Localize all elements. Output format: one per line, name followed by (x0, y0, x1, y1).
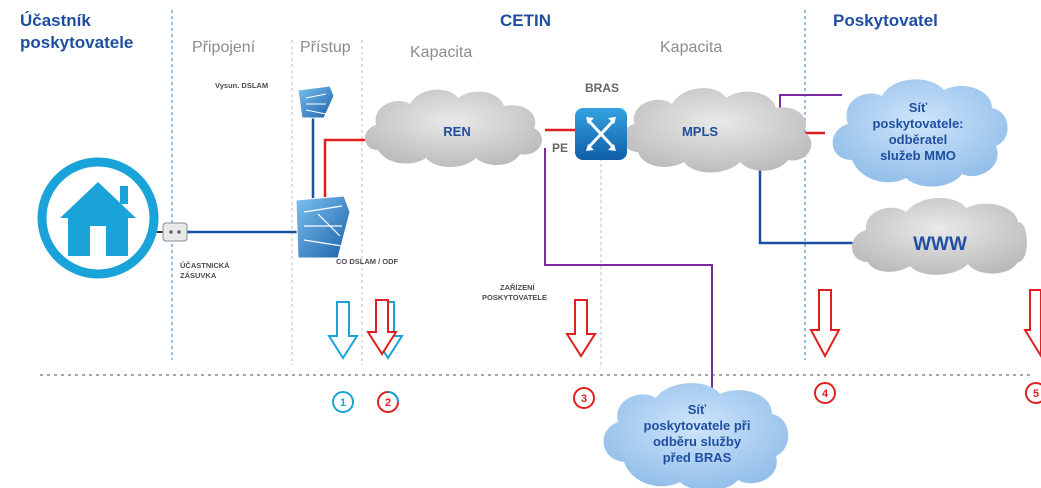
header-kapacita-left: Kapacita (410, 44, 472, 61)
marker-1: 1 (332, 391, 354, 413)
cloud-provider-net-line2: poskytovatele: (872, 116, 963, 131)
marker-3-label: 3 (581, 393, 587, 405)
line-mpls-www (758, 165, 860, 245)
marker-2: 2 (377, 391, 399, 413)
arrow-2-icon (366, 299, 398, 356)
connections (155, 94, 860, 395)
cloud-www-shape (851, 197, 1027, 275)
socket-icon (162, 222, 188, 242)
cloud-ren-shape (364, 89, 542, 167)
arrow-1-icon (327, 301, 359, 360)
cloud-ren-label: REN (443, 124, 470, 139)
cloud-mpls-shape (622, 88, 812, 173)
cloud-provider-net: Síť poskytovatele: odběratel služeb MMO (832, 79, 1008, 187)
cloud-provider-bras: Síť poskytovatele při odběru služby před… (603, 383, 789, 488)
marker-3: 3 (573, 387, 595, 409)
cloud-mpls: MPLS (622, 88, 812, 173)
bras-router-icon (575, 108, 627, 160)
header-participant-line1: Účastník (20, 11, 91, 30)
marker-4: 4 (814, 382, 836, 404)
bras-label: BRAS (585, 81, 619, 95)
marker-1-label: 1 (340, 397, 346, 409)
co-dslam-label: CO DSLAM / ODF (336, 257, 398, 266)
arrow-5-icon (1023, 289, 1041, 358)
cloud-provider-bras-shape (603, 383, 789, 488)
header-participant-line2: poskytovatele (20, 33, 133, 52)
marker-5-label: 5 (1033, 388, 1039, 400)
cloud-mpls-label: MPLS (682, 124, 718, 139)
socket-label-line1: ÚČASTNICKÁ (180, 261, 230, 270)
arrow-3-icon (565, 299, 597, 358)
cloud-www: WWW (851, 197, 1027, 275)
arrow-4-icon (809, 289, 841, 359)
cloud-provider-bras-line4: před BRAS (663, 450, 732, 465)
cloud-ren: REN (364, 89, 542, 167)
cloud-provider-net-shape (832, 79, 1008, 187)
cloud-provider-net-line1: Síť (909, 100, 928, 115)
pe-label: PE (552, 141, 568, 155)
column-separators (171, 10, 806, 365)
line-codslam-ren (323, 138, 365, 200)
header-poskytovatel: Poskytovatel (833, 11, 938, 30)
vysun-dslam-label: Vysun. DSLAM (215, 81, 268, 90)
co-dslam-icon (295, 195, 351, 259)
cloud-www-label: WWW (913, 234, 967, 255)
header-pristup: Přístup (300, 39, 351, 56)
cloud-provider-bras-line1: Síť (688, 402, 707, 417)
cloud-provider-bras-line3: odběru služby (653, 434, 742, 449)
device-label-line2: POSKYTOVATELE (482, 293, 547, 302)
marker-2-label: 2 (385, 397, 391, 409)
house-icon (37, 157, 159, 279)
cloud-provider-net-line4: služeb MMO (880, 148, 956, 163)
header-pripojeni: Připojení (192, 39, 256, 56)
cloud-provider-net-line3: odběratel (889, 132, 948, 147)
device-label-line1: ZAŘÍZENÍ (500, 283, 535, 292)
header-cetin: CETIN (500, 11, 551, 30)
socket-label-line2: ZÁSUVKA (180, 271, 217, 280)
header-kapacita-right: Kapacita (660, 39, 722, 56)
marker-4-label: 4 (822, 388, 829, 400)
vysun-dslam-icon (297, 85, 335, 119)
cloud-provider-bras-line2: poskytovatele při (644, 418, 751, 433)
line-purple-provider (779, 94, 842, 110)
arrows (327, 289, 1041, 360)
line-pe-provider-bras (544, 148, 713, 395)
marker-5: 5 (1025, 382, 1041, 404)
